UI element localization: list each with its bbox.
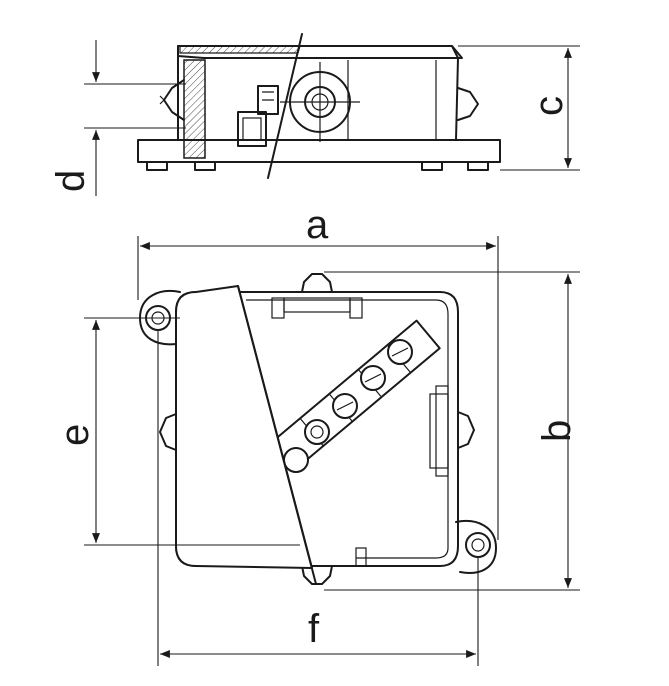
gland-top — [301, 273, 333, 293]
lug-bottom-right — [455, 520, 497, 574]
side-grommet — [163, 79, 185, 121]
side-view — [137, 33, 501, 179]
terminal-screw — [283, 447, 309, 473]
side-body — [177, 45, 459, 141]
side-foot — [146, 161, 168, 171]
top-view — [139, 273, 497, 585]
side-terminal — [237, 111, 267, 147]
dimension-c: c — [458, 45, 580, 171]
label-f: f — [308, 607, 320, 651]
dimension-e: e — [53, 317, 300, 546]
label-d: d — [49, 170, 93, 192]
side-foot — [467, 161, 489, 171]
lid-cut — [175, 285, 313, 569]
side-break-line — [267, 33, 303, 179]
side-section-hatch — [183, 59, 206, 159]
dimension-b: b — [324, 271, 580, 591]
side-foot — [194, 161, 216, 171]
dimension-a: a — [137, 203, 499, 540]
side-foot — [421, 161, 443, 171]
lid-section-hatch — [179, 45, 301, 54]
dimension-f: f — [157, 330, 479, 666]
top-break-line — [237, 285, 317, 585]
gland-left — [159, 413, 177, 451]
terminal-screw — [304, 419, 330, 445]
side-lid — [177, 45, 463, 59]
label-e: e — [53, 424, 97, 446]
label-b: b — [535, 420, 579, 442]
side-gland-right — [457, 87, 479, 121]
side-terminal-top — [257, 85, 279, 115]
gland-right — [457, 411, 475, 449]
label-c: c — [527, 96, 571, 116]
dimension-d: d — [49, 40, 186, 196]
terminal-screws — [283, 339, 413, 473]
label-a: a — [306, 203, 329, 247]
